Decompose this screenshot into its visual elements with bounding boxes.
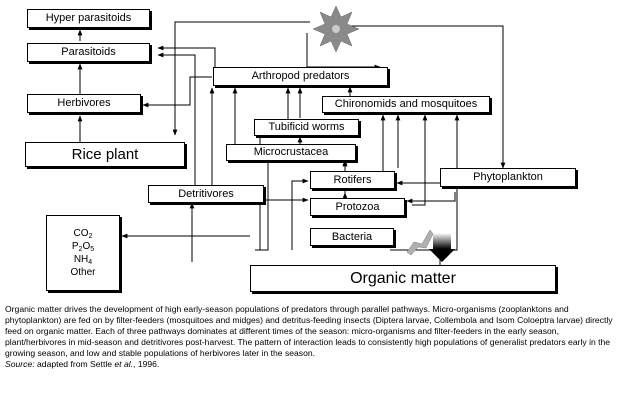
hyper-parasitoids-node: Hyper parasitoids [27, 9, 150, 28]
other-label: Other [70, 267, 96, 278]
connector-lines [77, 21, 506, 265]
parasitoids-node: Parasitoids [27, 43, 150, 62]
tubificid-worms-node: Tubificid worms [254, 119, 359, 136]
sun-icon [312, 5, 360, 53]
decomposition-arrow-icon [406, 229, 455, 262]
link-sun-phytoplankton [325, 25, 506, 169]
herbivores-node: Herbivores [27, 94, 141, 113]
source-suffix: , 1996. [133, 359, 160, 369]
p2o5-label: P2O5 [71, 241, 95, 253]
link-phyto-protozoa [406, 192, 456, 204]
bacteria-node: Bacteria [310, 228, 394, 246]
protozoa-node: Protozoa [310, 198, 405, 216]
caption-text: Organic matter drives the development of… [5, 304, 613, 358]
rice-plant-node: Rice plant [25, 142, 185, 167]
co2-label: CO2 [73, 228, 93, 240]
source-prefix: adapted from Settle [34, 359, 115, 369]
link-bacteria-rotifers [291, 178, 309, 250]
nh4-label: NH4 [73, 254, 93, 266]
link-arthropod-herbivores [142, 76, 212, 108]
phytoplankton-node: Phytoplankton [440, 168, 576, 187]
organic-matter-node: Organic matter [250, 265, 556, 292]
link-arthropod-parasitoids [157, 45, 216, 75]
source-etal: et al. [114, 359, 134, 369]
nutrients-node: CO2 P2O5 NH4 Other [46, 215, 120, 291]
microcrustacea-node: Microcrustacea [226, 144, 356, 161]
source-label: Source: [5, 359, 35, 369]
food-web-diagram: Hyper parasitoids Parasitoids Arthropod … [25, 5, 576, 292]
rotifers-node: Rotifers [310, 171, 395, 189]
chironomids-node: Chironomids and mosquitoes [322, 96, 490, 113]
link-sun-rice [172, 21, 310, 136]
link-bacteria-microcrustacea [255, 154, 271, 251]
caption-source: Source: adapted from Settle et al., 1996… [5, 359, 621, 370]
link-detritivores-parasitoids [157, 52, 196, 185]
figure-caption: Organic matter drives the development of… [5, 304, 621, 370]
detritivores-node: Detritivores [148, 185, 264, 203]
link-bacteria-protozoa [255, 197, 309, 251]
link-protozoa-chironomids [412, 114, 428, 206]
arthropod-predators-node: Arthropod predators [213, 67, 388, 86]
